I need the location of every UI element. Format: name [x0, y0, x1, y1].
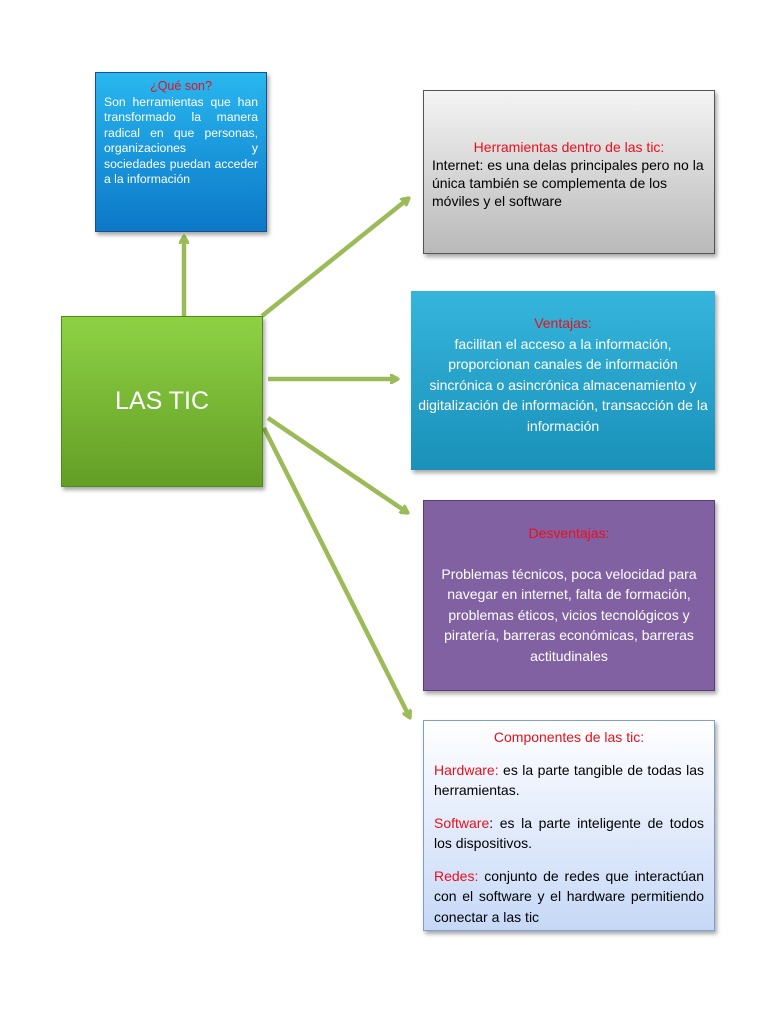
herramientas-box: Herramientas dentro de las tic: Internet… — [423, 90, 715, 254]
herramientas-body: Internet: es una delas principales pero … — [432, 157, 704, 209]
central-node: LAS TIC — [61, 316, 263, 487]
ventajas-title: Ventajas: — [534, 315, 592, 331]
componente-term: Software — [434, 814, 490, 831]
desventajas-body: Problemas técnicos, poca velocidad para … — [441, 565, 697, 664]
componente-software: Software: es la parte inteligente de tod… — [434, 813, 704, 854]
que-son-box: ¿Qué son? Son herramientas que han trans… — [95, 72, 267, 232]
componente-text: : es la parte inteligente de todos los d… — [434, 814, 704, 852]
componente-redes: Redes: conjunto de redes que interactúan… — [434, 866, 704, 928]
ventajas-box: Ventajas: facilitan el acceso a la infor… — [411, 291, 715, 470]
componente-term: Redes: — [434, 867, 479, 884]
que-son-title: ¿Qué son? — [150, 79, 212, 93]
herramientas-title: Herramientas dentro de las tic: — [473, 139, 665, 155]
componentes-box: Componentes de las tic: Hardware: es la … — [423, 720, 715, 931]
central-label: LAS TIC — [114, 387, 210, 415]
arrow-to-componentes — [261, 426, 410, 718]
arrow-to-desventajas — [266, 416, 408, 515]
componente-text: conjunto de redes que interactúan con el… — [434, 867, 704, 925]
ventajas-body: facilitan el acceso a la información, pr… — [418, 335, 708, 434]
componente-hardware: Hardware: es la parte tangible de todas … — [434, 760, 704, 801]
componente-text: es la parte tangible de todas las herram… — [434, 761, 704, 799]
arrow-to-herramientas — [260, 196, 409, 318]
desventajas-title: Desventajas: — [528, 525, 610, 541]
componentes-title: Componentes de las tic: — [493, 729, 645, 745]
desventajas-box: Desventajas: Problemas técnicos, poca ve… — [423, 500, 715, 691]
que-son-body: Son herramientas que han transformado la… — [104, 94, 258, 187]
componente-term: Hardware: — [434, 761, 499, 778]
